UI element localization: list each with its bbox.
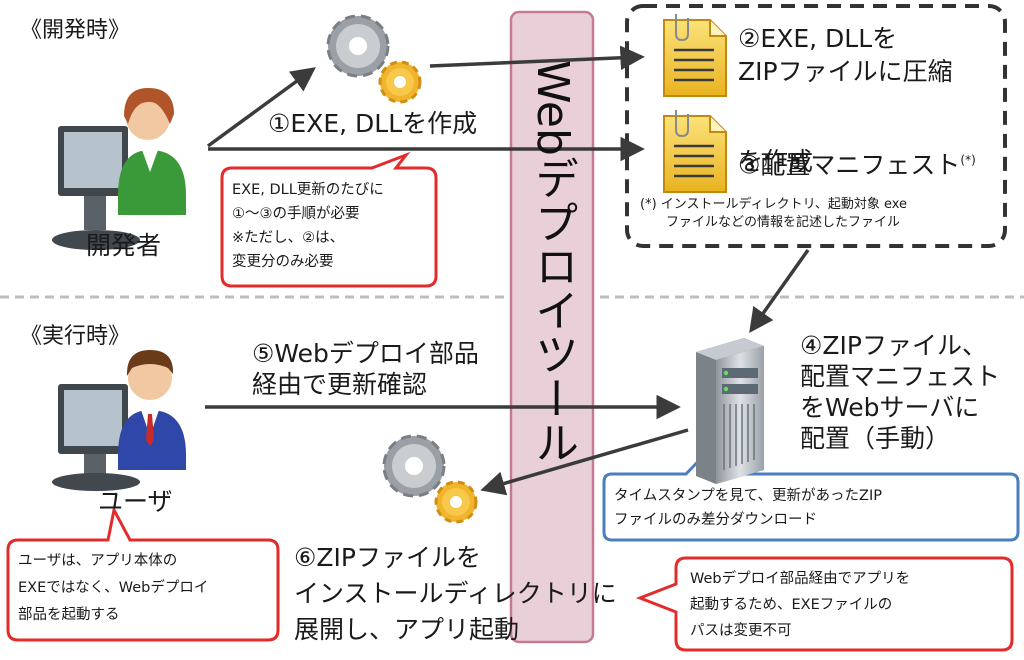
dev-note-text: EXE, DLL更新のたびに ①～③の手順が必要 ※ただし、②は、 変更分のみ必… bbox=[232, 182, 384, 270]
step-1-label: ①EXE, DLLを作成 bbox=[268, 109, 478, 138]
step-3-label-line2: を作成 bbox=[738, 147, 814, 176]
step-3-footnote: (*) インストールディレクトリ、起動対象 exe ファイルなどの情報を記述した… bbox=[640, 197, 908, 230]
arrow-server-to-gear bbox=[480, 428, 689, 496]
dev-section-label: 《開発時》 bbox=[20, 18, 131, 43]
document-icon bbox=[663, 110, 727, 193]
user-note-text: ユーザは、アプリ本体の EXEではなく、Webデプロイ 部品を起動する bbox=[18, 553, 209, 623]
arrow-group-to-server bbox=[749, 248, 810, 333]
server-note-text: タイムスタンプを見て、更新があったZIP ファイルのみ差分ダウンロード bbox=[614, 488, 883, 528]
step-3-footnote-mark: (*) bbox=[960, 153, 976, 167]
run-section-label: 《実行時》 bbox=[20, 324, 131, 349]
path-note-callout-shape bbox=[635, 556, 1014, 652]
step-3-label: ③配置マニフェスト(*) bbox=[738, 114, 976, 180]
step-2-label: ②EXE, DLLを ZIPファイルに圧縮 bbox=[738, 24, 953, 86]
developer-label: 開発者 bbox=[86, 231, 162, 260]
document-icon bbox=[663, 14, 727, 97]
user-label: ユーザ bbox=[98, 487, 173, 516]
step-4-label: ④ZIPファイル、 配置マニフェスト をWebサーバに 配置（手動） bbox=[800, 331, 1001, 453]
path-note-text: Webデプロイ部品経由でアプリを 起動するため、EXEファイルの パスは変更不可 bbox=[690, 571, 911, 639]
user-person-icon bbox=[52, 350, 186, 491]
step-5-label: ⑤Webデプロイ部品 経由で更新確認 bbox=[252, 339, 479, 399]
user-note-callout-shape bbox=[6, 505, 280, 642]
gear-icon bbox=[326, 14, 422, 104]
arrow-dev-to-gear bbox=[206, 67, 316, 148]
step-6-label: ⑥ZIPファイルを インストールディレクトリに 展開し、アプリ起動 bbox=[294, 543, 617, 644]
server-icon bbox=[696, 338, 764, 484]
web-deploy-tool-label: Webデプロイツール bbox=[527, 60, 578, 464]
web-deploy-tool-band bbox=[509, 10, 595, 644]
arrow-gear-to-zip bbox=[429, 45, 645, 71]
developer-person-icon bbox=[52, 88, 186, 250]
dev-output-group-box bbox=[625, 4, 1007, 248]
dev-note-callout-shape bbox=[220, 151, 438, 288]
step-3-title: ③配置マニフェスト bbox=[738, 150, 961, 180]
gear-icon bbox=[382, 434, 478, 524]
